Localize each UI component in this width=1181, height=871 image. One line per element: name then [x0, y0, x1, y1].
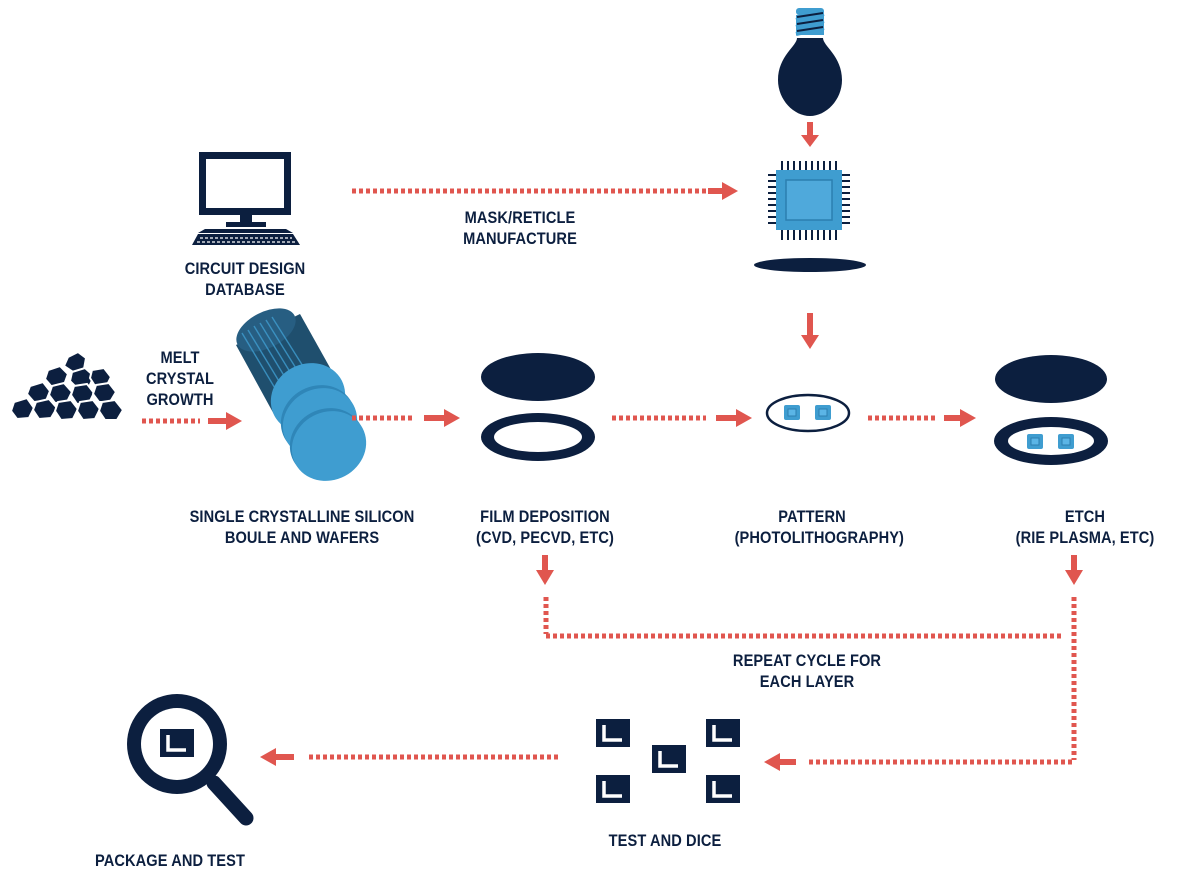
arrow-to-test-dice [764, 753, 796, 771]
pattern-label: PATTERN (PHOTOLITHOGRAPHY) [734, 507, 905, 547]
arrow-melt-to-boule [142, 412, 242, 430]
arrow-film-to-pattern [612, 409, 752, 427]
die-icon [594, 717, 632, 749]
etch-top-disc-icon [995, 355, 1107, 403]
magnifier-icon [127, 694, 254, 826]
arrow-boule-to-film [352, 409, 460, 427]
arrow-down-film [536, 555, 554, 585]
wafer-ring-icon [481, 413, 595, 461]
arrow-down-bulb-to-chip [801, 122, 819, 147]
circuit-design-label: CIRCUIT DESIGN DATABASE [184, 259, 306, 299]
die-icon [594, 773, 632, 805]
die-icon [650, 743, 688, 775]
die-icon [704, 717, 742, 749]
test-and-dice-label: TEST AND DICE [608, 831, 722, 850]
repeat-cycle-loop [543, 597, 1077, 765]
boule-wafers-label: SINGLE CRYSTALLINE SILICON BOULE AND WAF… [189, 507, 415, 547]
mask-disc-icon [754, 258, 866, 272]
arrow-pattern-to-etch [868, 409, 976, 427]
etch-label: ETCH (RIE PLASMA, ETC) [1015, 507, 1155, 547]
patterned-wafer-icon [765, 393, 851, 433]
melt-crystal-growth-label: MELT CRYSTAL GROWTH [145, 348, 215, 409]
die-icons-group [594, 717, 742, 805]
arrow-design-to-mask [352, 182, 738, 200]
repeat-cycle-label: REPEAT CYCLE FOR EACH LAYER [732, 651, 882, 691]
silicon-chunks-icon [9, 350, 125, 422]
chip-icon [768, 161, 850, 240]
arrow-test-to-package [260, 748, 558, 766]
arrow-down-mask-to-pattern [801, 313, 819, 349]
die-icon [704, 773, 742, 805]
mask-reticle-label: MASK/RETICLE MANUFACTURE [463, 208, 577, 248]
wafer-disc-icon [481, 353, 595, 401]
computer-icon [192, 152, 300, 245]
film-deposition-label: FILM DEPOSITION (CVD, PECVD, ETC) [476, 507, 614, 547]
package-and-test-label: PACKAGE AND TEST [94, 851, 246, 870]
etch-wafer-icon [994, 417, 1108, 465]
arrow-down-etch [1065, 555, 1083, 585]
boule-icon [236, 308, 367, 481]
light-bulb-icon [778, 8, 842, 116]
